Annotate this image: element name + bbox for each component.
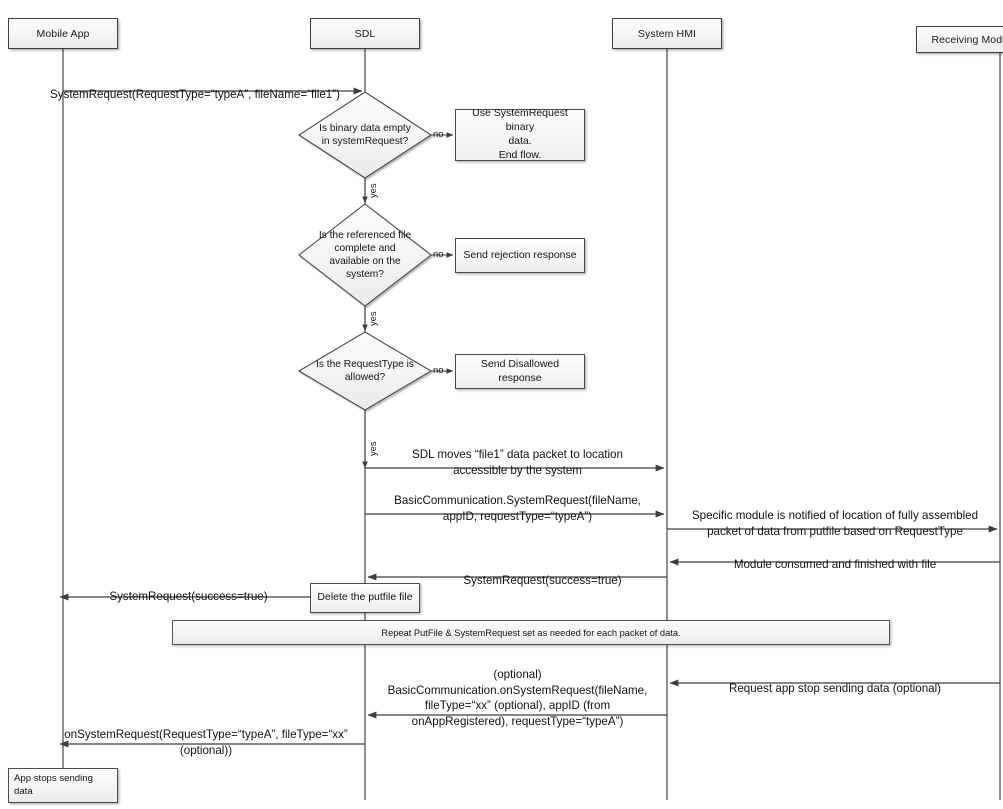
message-text-2: SDL moves “file1” data packet to locatio… <box>412 448 623 477</box>
process-text-4: Delete the putfile file <box>317 591 413 604</box>
message-label-3: BasicCommunication.SystemRequest(fileNam… <box>370 478 665 524</box>
branch-label-no-2: no <box>433 249 443 258</box>
process-text-5: App stops sending data <box>14 772 93 797</box>
branch-label-no-1: no <box>433 129 443 138</box>
no-text-1: no <box>433 128 444 139</box>
repeat-loop-text: Repeat PutFile & SystemRequest set as ne… <box>381 627 681 638</box>
message-label-10: onSystemRequest(RequestType=“typeA”, fil… <box>50 712 362 758</box>
lifeline-header-sdl[interactable]: SDL <box>310 18 420 49</box>
message-text-6: SystemRequest(success=true) <box>463 574 622 588</box>
lifeline-label-sdl: SDL <box>354 27 376 40</box>
message-label-9: Request app stop sending data (optional) <box>672 666 998 697</box>
message-text-8: (optional) BasicCommunication.onSystemRe… <box>387 668 648 728</box>
message-label-8: (optional) BasicCommunication.onSystemRe… <box>370 652 665 729</box>
message-text-10: onSystemRequest(RequestType=“typeA”, fil… <box>64 728 348 757</box>
process-box-send-disallowed-response[interactable]: Send Disallowed response <box>455 354 585 389</box>
message-text-4: Specific module is notified of location … <box>691 509 979 538</box>
message-text-7: SystemRequest(success=true) <box>109 590 268 604</box>
lifeline-header-receiving-module[interactable]: Receiving Modul <box>916 26 1003 53</box>
process-box-use-binary-data[interactable]: Use SystemRequest binary data. End flow. <box>455 107 585 161</box>
message-text-1: SystemRequest(RequestType=“typeA”, fileN… <box>50 88 340 102</box>
message-arrows <box>59 87 1000 748</box>
decision-diamond-3 <box>297 331 433 411</box>
no-branch-connectors <box>431 132 454 374</box>
message-label-1: SystemRequest(RequestType=“typeA”, fileN… <box>50 72 380 103</box>
lifeline-label-system-hmi: System HMI <box>637 27 697 40</box>
message-label-4: Specific module is notified of location … <box>670 493 1000 539</box>
lifeline-header-mobile-app[interactable]: Mobile App <box>8 18 118 49</box>
branch-label-no-3: no <box>433 365 443 374</box>
process-text-2: Send rejection response <box>463 248 577 261</box>
message-text-5: Module consumed and finished with file <box>733 558 937 572</box>
process-box-delete-putfile[interactable]: Delete the putfile file <box>310 583 420 613</box>
process-text-1: Use SystemRequest binary data. End flow. <box>472 107 568 161</box>
yes-text-2: yes <box>367 311 378 326</box>
message-label-7: SystemRequest(success=true) <box>66 574 311 605</box>
lifeline-header-system-hmi[interactable]: System HMI <box>612 18 722 49</box>
decision-shapes <box>297 91 433 411</box>
yes-text-1: yes <box>367 183 378 198</box>
message-text-3: BasicCommunication.SystemRequest(fileNam… <box>394 494 641 523</box>
message-text-9: Request app stop sending data (optional) <box>728 682 942 696</box>
decision-diamond-1 <box>297 91 433 179</box>
repeat-loop-bar[interactable]: Repeat PutFile & SystemRequest set as ne… <box>172 620 890 645</box>
branch-label-yes-1: yes <box>367 183 378 198</box>
process-box-app-stops-sending-data[interactable]: App stops sending data <box>8 768 118 803</box>
no-text-3: no <box>433 364 444 375</box>
message-label-6: SystemRequest(success=true) <box>420 558 665 589</box>
decision-diamond-2 <box>298 203 432 307</box>
no-text-2: no <box>433 248 444 259</box>
process-box-send-rejection-response[interactable]: Send rejection response <box>455 238 585 273</box>
lifeline-label-receiving-module: Receiving Modul <box>931 33 1003 46</box>
process-text-3: Send Disallowed response <box>480 357 560 384</box>
message-label-5: Module consumed and finished with file <box>670 542 1000 573</box>
branch-label-yes-2: yes <box>367 311 378 326</box>
message-label-2: SDL moves “file1” data packet to locatio… <box>370 432 665 478</box>
lifeline-label-mobile-app: Mobile App <box>36 27 90 40</box>
